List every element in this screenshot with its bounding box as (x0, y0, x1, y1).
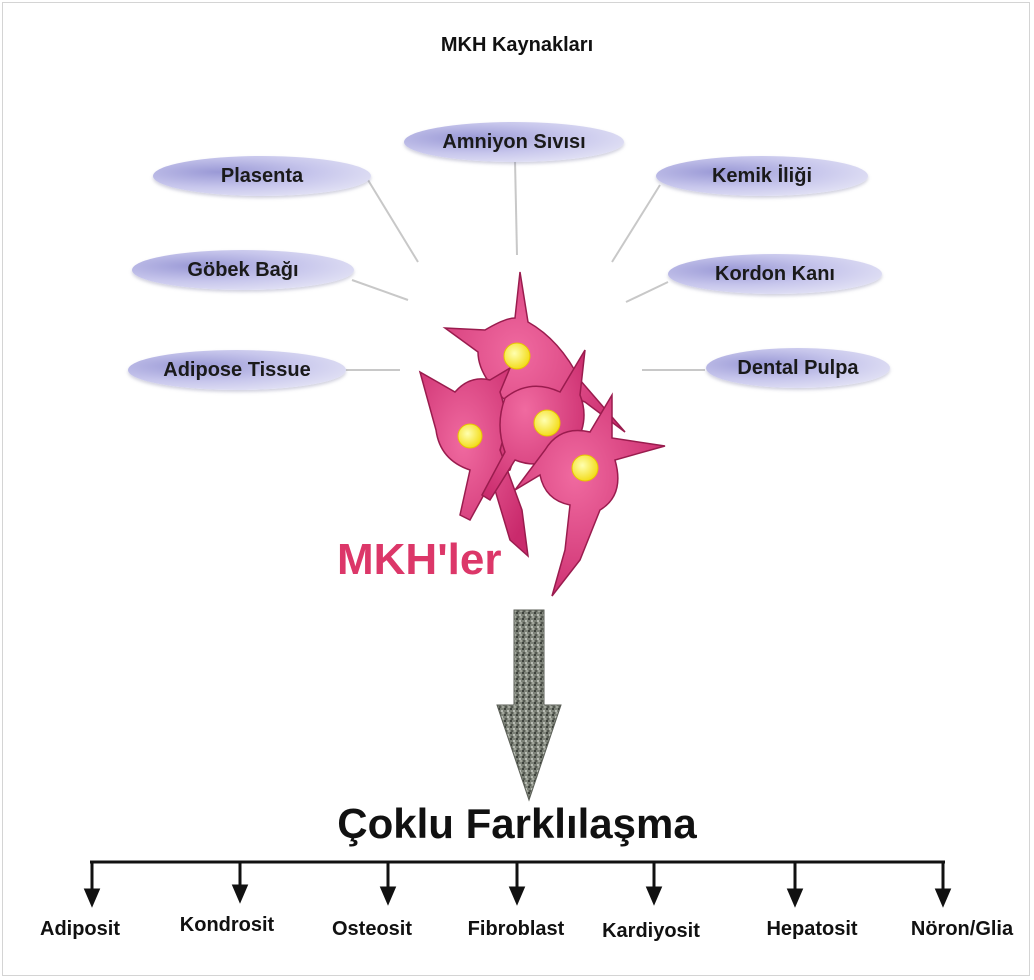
connector-gobek (352, 280, 408, 300)
tree-arrowhead-fibroblast (511, 888, 523, 902)
tree-arrowhead-hepatosit (789, 890, 801, 904)
output-label-kondrosit: Kondrosit (180, 914, 274, 937)
nucleus-2 (458, 424, 482, 448)
differentiation-title: Çoklu Farklılaşma (0, 800, 1034, 848)
nucleus-4 (572, 455, 598, 481)
output-label-hepatosit: Hepatosit (766, 918, 857, 941)
differentiation-arrow (497, 610, 561, 800)
tree-arrowhead-noron (937, 890, 949, 904)
output-label-kardiyosit: Kardiyosit (602, 920, 700, 943)
output-label-noron-glia: Nöron/Glia (911, 918, 1013, 941)
diagram-title: MKH Kaynakları (0, 34, 1034, 57)
nucleus-3 (534, 410, 560, 436)
tree-arrowhead-osteosit (382, 888, 394, 902)
source-node-gobek-bagi: Göbek Bağı (132, 250, 354, 290)
nucleus-1 (504, 343, 530, 369)
connector-amniyon (515, 160, 517, 255)
output-tree (86, 862, 949, 904)
output-label-fibroblast: Fibroblast (468, 918, 565, 941)
source-node-kordon-kani: Kordon Kanı (668, 254, 882, 294)
source-node-adipose-tissue: Adipose Tissue (128, 350, 346, 390)
center-label: MKH'ler (337, 535, 501, 585)
output-label-adiposit: Adiposit (40, 918, 120, 941)
source-node-plasenta: Plasenta (153, 156, 371, 196)
connector-plasenta (368, 180, 418, 262)
tree-arrowhead-kondrosit (234, 886, 246, 900)
source-node-dental-pulpa: Dental Pulpa (706, 348, 890, 388)
connector-kordon (626, 282, 668, 302)
connector-kemik (612, 185, 660, 262)
tree-arrowhead-kardiyosit (648, 888, 660, 902)
source-node-kemik-iligi: Kemik İliği (656, 156, 868, 196)
output-label-osteosit: Osteosit (332, 918, 412, 941)
tree-arrowhead-adiposit (86, 890, 98, 904)
source-node-amniyon-sivisi: Amniyon Sıvısı (404, 122, 624, 162)
